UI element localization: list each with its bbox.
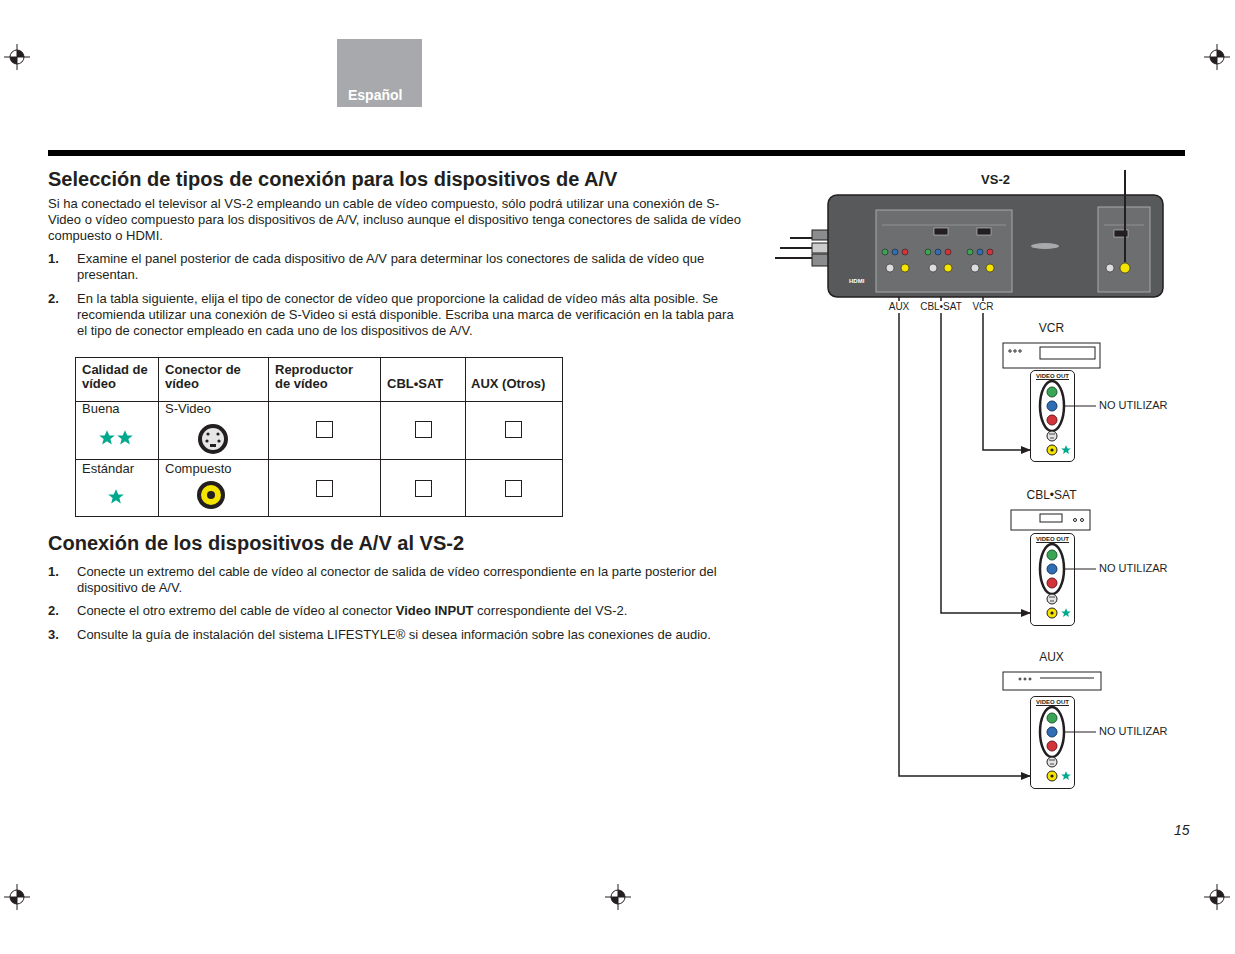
table-cell: S-Video <box>165 401 265 417</box>
step-number-box: 1. <box>48 251 73 267</box>
title: Selección de tipos de conexión para los … <box>48 167 768 191</box>
connector-arrow <box>941 297 1030 613</box>
section-heading-box: Conexión de los dispositivos de A/V al V… <box>48 531 748 555</box>
av-device-label: CBL•SAT <box>1000 488 1103 502</box>
port-label: AUX <box>887 301 912 313</box>
step-number: 1. <box>48 564 73 580</box>
table-header-box: AUX (Otros) <box>471 377 561 391</box>
av-device-art <box>1003 343 1101 690</box>
connector-arrow <box>899 297 1030 776</box>
vs2-device-label: VS-2 <box>828 172 1163 188</box>
video-out-panel-label: VIDEO OUT <box>1031 534 1074 543</box>
av-device: CBL•SAT <box>1000 488 1103 530</box>
table-header: AUX (Otros) <box>471 377 561 391</box>
vs2-device-art <box>775 170 1163 297</box>
vs2-device: VS-2 <box>828 172 1163 297</box>
table-cell-box: S-Video <box>165 401 265 417</box>
table-grid <box>76 358 563 517</box>
section-heading: Conexión de los dispositivos de A/V al V… <box>48 531 748 555</box>
table-header: CBL•SAT <box>387 377 463 391</box>
port-label: VCR <box>970 301 995 313</box>
hdmi-label: HDMI <box>849 278 879 285</box>
table-header-box: CBL•SAT <box>387 377 463 391</box>
step-text-box: Conecte el otro extremo del cable de víd… <box>77 603 757 619</box>
step-text-box: Examine el panel posterior de cada dispo… <box>77 251 742 283</box>
rule <box>48 150 1185 156</box>
step-text-box: En la tabla siguiente, elija el tipo de … <box>77 291 745 339</box>
step-text: Examine el panel posterior de cada dispo… <box>77 251 704 282</box>
table-cell: Estándar <box>82 461 156 477</box>
table-header: Reproductor de vídeo <box>275 363 367 391</box>
video-out-panel: VIDEO OUT <box>1030 696 1075 789</box>
inline-text: Video INPUT <box>396 603 474 618</box>
step-number: 2. <box>48 603 73 619</box>
note-label: NO UTILIZAR <box>1099 725 1179 738</box>
note-label: NO UTILIZAR <box>1099 562 1179 575</box>
language-tab-label-box: Español <box>348 87 418 103</box>
note-label: NO UTILIZAR <box>1099 399 1179 412</box>
video-out-panel: VIDEO OUT <box>1030 370 1075 462</box>
hdmi-label-box: HDMI <box>849 278 879 285</box>
table-cell-box: Compuesto <box>165 461 265 477</box>
intro-paragraph-box: Si ha conectado el televisor al VS-2 emp… <box>48 196 743 244</box>
connector-arrow <box>983 297 1030 450</box>
table-cell: Buena <box>82 401 156 417</box>
step-text: En la tabla siguiente, elija el tipo de … <box>77 291 734 338</box>
video-out-panel-label: VIDEO OUT <box>1031 697 1074 706</box>
av-device-label: AUX <box>1000 650 1103 664</box>
table-cell-box: Buena <box>82 401 156 417</box>
table-header-box: Reproductor de vídeo <box>275 363 367 391</box>
av-device-label: VCR <box>1000 321 1103 335</box>
step-text: Consulte la guía de instalación del sist… <box>77 627 711 642</box>
intro-paragraph: Si ha conectado el televisor al VS-2 emp… <box>48 196 743 244</box>
page-number: 15 <box>1174 822 1204 838</box>
title-box: Selección de tipos de conexión para los … <box>48 167 768 191</box>
step-number: 1. <box>48 251 73 267</box>
language-tab <box>337 39 422 107</box>
page-number-box: 15 <box>1174 822 1204 838</box>
step-number-box: 2. <box>48 603 73 619</box>
table-cell-box: Estándar <box>82 461 156 477</box>
video-out-panel: VIDEO OUT <box>1030 533 1075 626</box>
table-header-box: Calidad de vídeo <box>82 363 154 391</box>
table-header-box: Conector de vídeo <box>165 363 260 391</box>
port-label-box: CBL•SAT <box>911 301 971 313</box>
language-tab-label: Español <box>348 87 418 103</box>
table-header: Conector de vídeo <box>165 363 260 391</box>
note-label-box: NO UTILIZAR <box>1099 562 1179 575</box>
inline-text: correspondiente del VS-2. <box>477 603 627 618</box>
table-header: Calidad de vídeo <box>82 363 154 391</box>
step-number: 2. <box>48 291 73 307</box>
step-text: Conecte el otro extremo del cable de víd… <box>77 603 392 618</box>
port-label: CBL•SAT <box>918 301 964 313</box>
step-text-box: Conecte un extremo del cable de vídeo al… <box>77 564 742 596</box>
video-out-panel-label: VIDEO OUT <box>1031 371 1074 380</box>
av-device: VCR <box>1000 321 1103 369</box>
step-text: Conecte un extremo del cable de vídeo al… <box>77 564 717 595</box>
note-label-box: NO UTILIZAR <box>1099 399 1179 412</box>
step-number-box: 2. <box>48 291 73 307</box>
av-device: AUX <box>1000 650 1103 691</box>
step-text-box: Consulte la guía de instalación del sist… <box>77 627 757 643</box>
step-number-box: 1. <box>48 564 73 580</box>
table-cell: Compuesto <box>165 461 265 477</box>
step-number-box: 3. <box>48 627 73 643</box>
step-number: 3. <box>48 627 73 643</box>
note-label-box: NO UTILIZAR <box>1099 725 1179 738</box>
port-label-box: VCR <box>953 301 1013 313</box>
